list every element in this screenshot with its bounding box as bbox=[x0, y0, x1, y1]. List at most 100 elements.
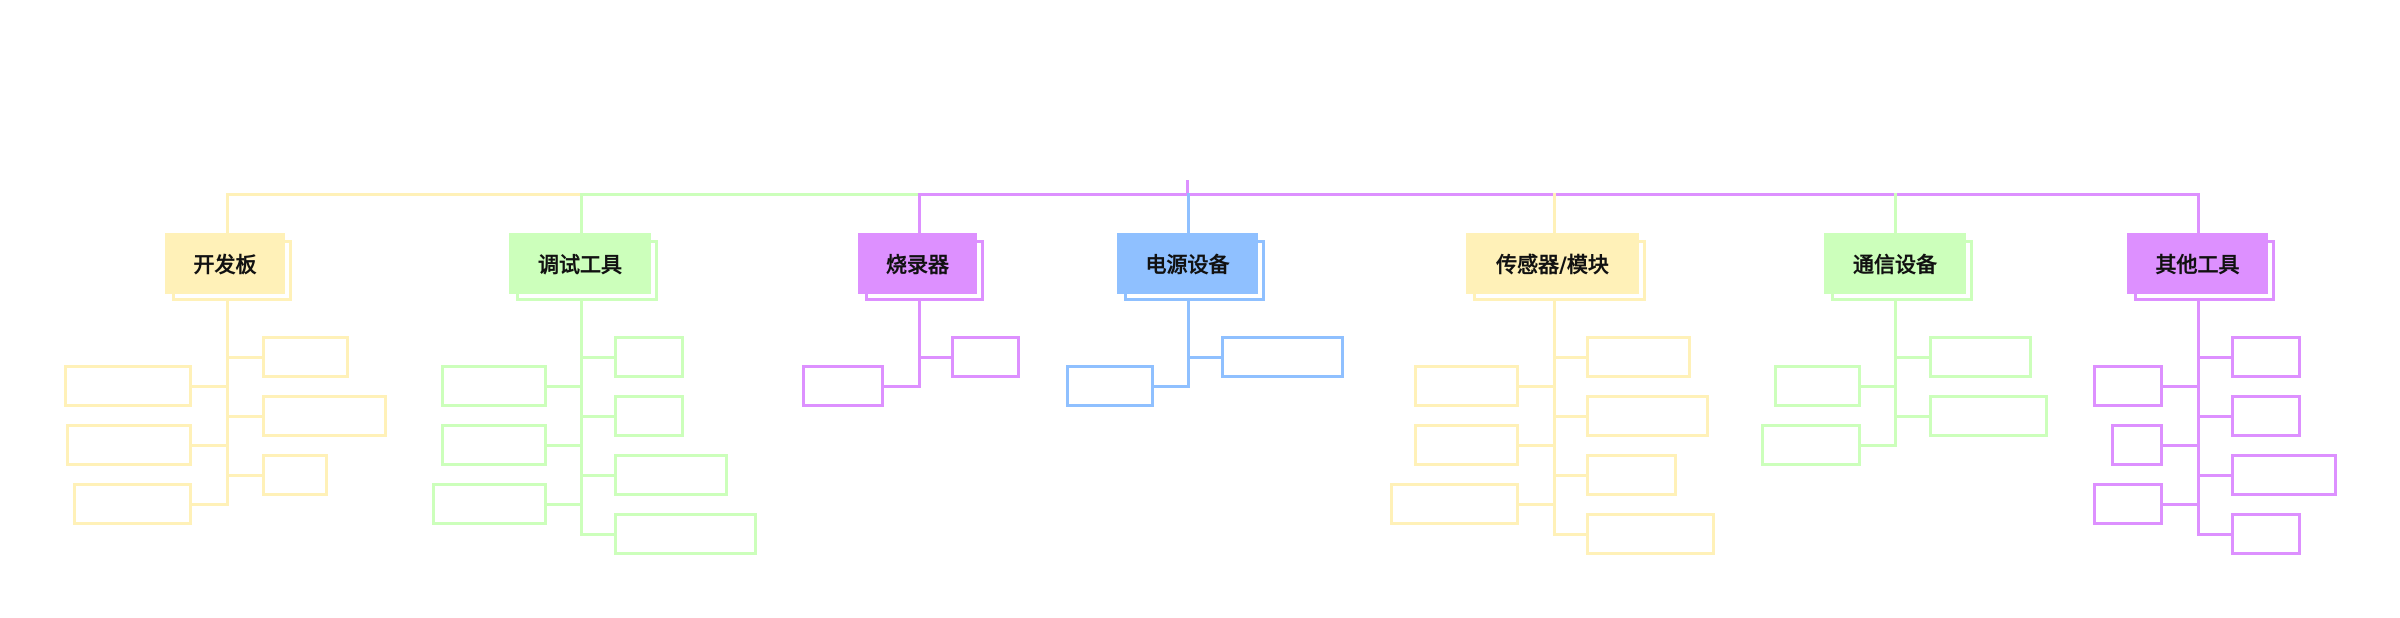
leaf-connector bbox=[2197, 415, 2231, 418]
spine-segment bbox=[918, 193, 1190, 196]
spine-segment bbox=[1894, 193, 2200, 196]
leaf-node[interactable] bbox=[2093, 365, 2163, 407]
leaf-node[interactable] bbox=[262, 336, 349, 378]
leaf-node[interactable] bbox=[2231, 513, 2301, 555]
leaf-connector bbox=[2163, 503, 2200, 506]
leaf-connector bbox=[1894, 415, 1929, 418]
category-label: 调试工具 bbox=[538, 252, 622, 277]
leaf-node[interactable] bbox=[262, 395, 387, 437]
leaf-node[interactable] bbox=[2111, 424, 2163, 466]
leaf-connector bbox=[580, 356, 614, 359]
leaf-connector bbox=[547, 503, 583, 506]
category-drop-line bbox=[1187, 193, 1190, 233]
leaf-connector bbox=[918, 356, 951, 359]
leaf-node[interactable] bbox=[73, 483, 192, 525]
leaf-connector bbox=[192, 444, 229, 447]
category-drop-line bbox=[2197, 193, 2200, 233]
category-drop-line bbox=[580, 193, 583, 233]
leaf-node[interactable] bbox=[1586, 336, 1691, 378]
leaf-node[interactable] bbox=[2231, 395, 2301, 437]
leaf-connector bbox=[2163, 385, 2200, 388]
category-label: 电源设备 bbox=[1145, 252, 1230, 277]
leaf-connector bbox=[1553, 356, 1586, 359]
leaf-connector bbox=[1553, 474, 1586, 477]
leaf-connector bbox=[1861, 444, 1897, 447]
leaf-node[interactable] bbox=[1414, 424, 1519, 466]
category-drop-line bbox=[1894, 193, 1897, 233]
leaf-node[interactable] bbox=[1929, 395, 2048, 437]
category-other-tools[interactable]: 其他工具 bbox=[2127, 233, 2268, 294]
category-trunk bbox=[918, 294, 921, 388]
category-programmer[interactable]: 烧录器 bbox=[858, 233, 977, 294]
category-drop-line bbox=[918, 193, 921, 233]
leaf-connector bbox=[2197, 533, 2231, 536]
leaf-connector bbox=[547, 444, 583, 447]
leaf-node[interactable] bbox=[614, 395, 684, 437]
category-comm-equipment[interactable]: 通信设备 bbox=[1824, 233, 1966, 294]
leaf-node[interactable] bbox=[441, 365, 547, 407]
spine-segment bbox=[1553, 193, 1897, 196]
category-trunk bbox=[226, 294, 229, 506]
leaf-node[interactable] bbox=[1586, 395, 1709, 437]
leaf-connector bbox=[1187, 356, 1221, 359]
leaf-node[interactable] bbox=[1414, 365, 1519, 407]
spine-segment bbox=[226, 193, 583, 196]
category-drop-line bbox=[226, 193, 229, 233]
category-label: 传感器/模块 bbox=[1496, 252, 1609, 277]
leaf-node[interactable] bbox=[1929, 336, 2032, 378]
leaf-node[interactable] bbox=[262, 454, 328, 496]
category-sensor-module[interactable]: 传感器/模块 bbox=[1466, 233, 1639, 294]
leaf-connector bbox=[192, 503, 229, 506]
leaf-node[interactable] bbox=[1221, 336, 1344, 378]
leaf-node[interactable] bbox=[614, 513, 757, 555]
leaf-node[interactable] bbox=[1390, 483, 1519, 525]
spine-segment bbox=[1187, 193, 1556, 196]
leaf-connector bbox=[1519, 444, 1556, 447]
leaf-node[interactable] bbox=[951, 336, 1020, 378]
category-label: 通信设备 bbox=[1853, 252, 1937, 277]
category-drop-line bbox=[1553, 193, 1556, 233]
leaf-connector bbox=[226, 474, 262, 477]
leaf-connector bbox=[580, 474, 614, 477]
leaf-connector bbox=[580, 415, 614, 418]
root-connector bbox=[1186, 180, 1189, 196]
leaf-node[interactable] bbox=[64, 365, 192, 407]
leaf-connector bbox=[1861, 385, 1897, 388]
leaf-connector bbox=[1154, 385, 1190, 388]
leaf-node[interactable] bbox=[441, 424, 547, 466]
leaf-node[interactable] bbox=[2231, 454, 2337, 496]
leaf-node[interactable] bbox=[66, 424, 192, 466]
category-label: 烧录器 bbox=[886, 252, 949, 277]
leaf-node[interactable] bbox=[802, 365, 884, 407]
leaf-connector bbox=[2163, 444, 2200, 447]
leaf-node[interactable] bbox=[2231, 336, 2301, 378]
leaf-node[interactable] bbox=[1586, 513, 1715, 555]
category-dev-board[interactable]: 开发板 bbox=[165, 233, 285, 294]
category-label: 其他工具 bbox=[2155, 252, 2240, 277]
leaf-connector bbox=[1553, 415, 1586, 418]
leaf-connector bbox=[1894, 356, 1929, 359]
leaf-connector bbox=[2197, 356, 2231, 359]
leaf-connector bbox=[192, 385, 229, 388]
category-power-equipment[interactable]: 电源设备 bbox=[1117, 233, 1258, 294]
leaf-connector bbox=[2197, 474, 2231, 477]
leaf-node[interactable] bbox=[2093, 483, 2163, 525]
leaf-node[interactable] bbox=[1586, 454, 1677, 496]
leaf-node[interactable] bbox=[432, 483, 547, 525]
leaf-connector bbox=[580, 533, 614, 536]
leaf-node[interactable] bbox=[614, 336, 684, 378]
category-label: 开发板 bbox=[193, 252, 257, 277]
leaf-connector bbox=[547, 385, 583, 388]
leaf-node[interactable] bbox=[1761, 424, 1861, 466]
leaf-node[interactable] bbox=[614, 454, 728, 496]
leaf-node[interactable] bbox=[1774, 365, 1861, 407]
leaf-connector bbox=[1519, 385, 1556, 388]
leaf-connector bbox=[1553, 533, 1586, 536]
category-trunk bbox=[1894, 294, 1897, 447]
category-trunk bbox=[1187, 294, 1190, 388]
leaf-node[interactable] bbox=[1066, 365, 1154, 407]
leaf-connector bbox=[884, 385, 921, 388]
category-debug-tools[interactable]: 调试工具 bbox=[509, 233, 651, 294]
leaf-connector bbox=[226, 415, 262, 418]
